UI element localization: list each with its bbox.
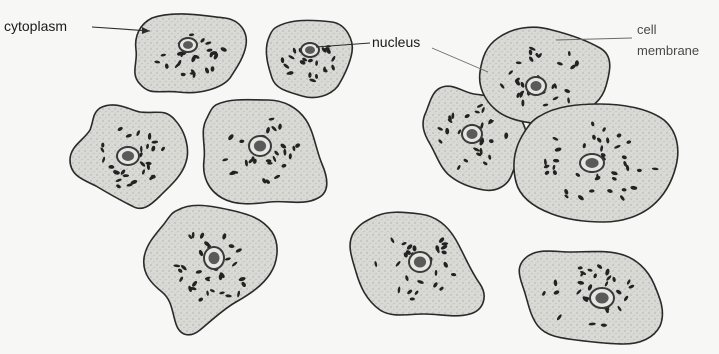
nucleolus [209,252,220,264]
cell-membrane [266,20,352,97]
nucleus [204,247,224,269]
nucleus [526,77,546,95]
nucleolus [585,158,598,168]
nucleus [117,147,139,165]
nucleus-label: nucleus [372,35,420,50]
nucleus [580,154,604,172]
cell-2 [266,20,352,97]
granule [101,143,104,148]
nucleus [590,288,614,308]
cell-7 [519,251,662,344]
nucleolus [183,41,193,49]
nucleolus [595,293,608,304]
nucleolus [305,46,315,54]
cell-6 [350,212,484,316]
cell-cluster-c [514,104,678,222]
cell-1 [135,14,246,93]
cell-5 [144,205,277,334]
granule [637,169,642,172]
cell-membrane [144,205,277,334]
cell-3 [70,105,188,208]
granule [181,73,186,76]
nucleus [179,38,197,52]
nucleus-cluster-leader-line [432,48,488,72]
nucleolus [531,81,542,91]
nucleus [249,136,271,156]
cell-4 [203,100,327,204]
cell-membrane-label-line2: membrane [637,43,699,58]
granule [521,99,524,106]
cytoplasm-label: cytoplasm [4,19,67,34]
nucleolus [467,129,478,139]
nucleus [462,125,482,143]
cell-membrane [135,14,246,93]
nucleus [409,252,431,272]
nucleolus [414,257,426,268]
cell-membrane-label-line1: cell [637,22,657,37]
nucleolus [254,141,266,152]
nucleolus [122,151,134,161]
nucleus [301,43,319,57]
